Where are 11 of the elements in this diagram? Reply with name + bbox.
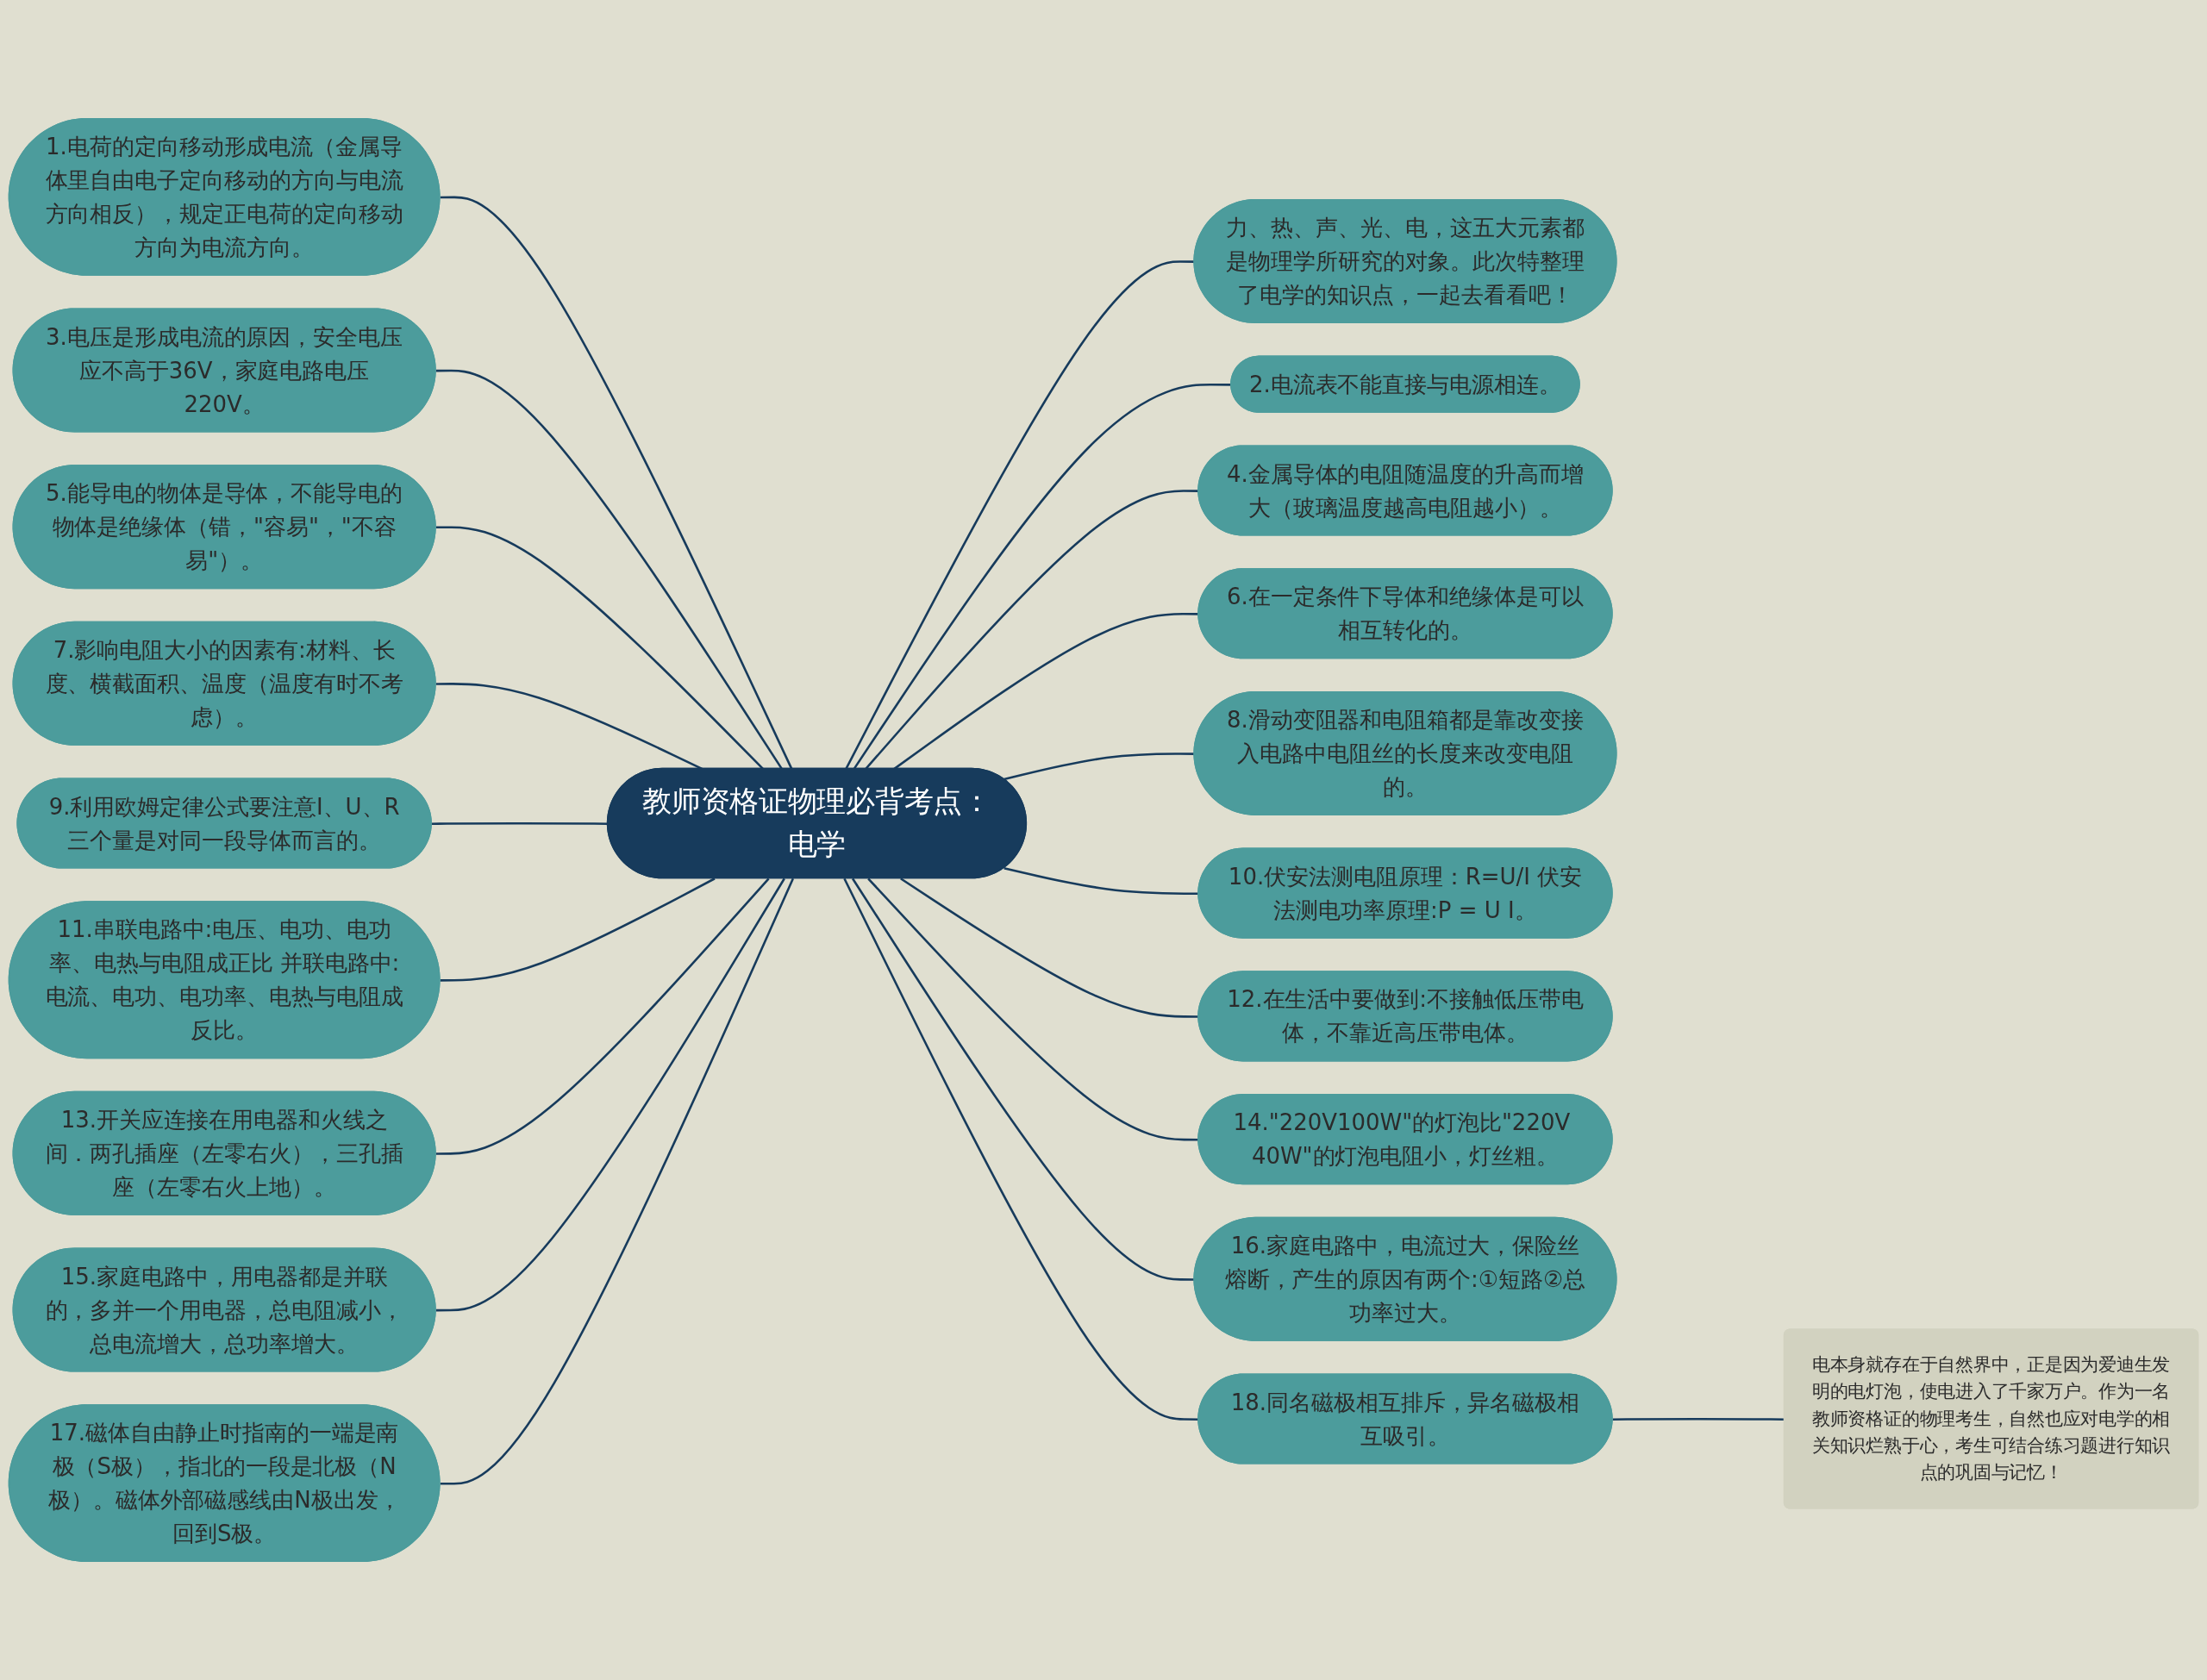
connector <box>440 877 795 1485</box>
connector <box>440 196 793 770</box>
connector <box>435 526 765 770</box>
connector <box>440 877 716 982</box>
connector <box>435 369 784 770</box>
connector <box>845 260 1195 770</box>
connector <box>435 877 770 1155</box>
connector <box>435 877 785 1312</box>
connector <box>853 383 1232 770</box>
connector <box>1003 753 1195 781</box>
connector <box>851 877 1195 1281</box>
